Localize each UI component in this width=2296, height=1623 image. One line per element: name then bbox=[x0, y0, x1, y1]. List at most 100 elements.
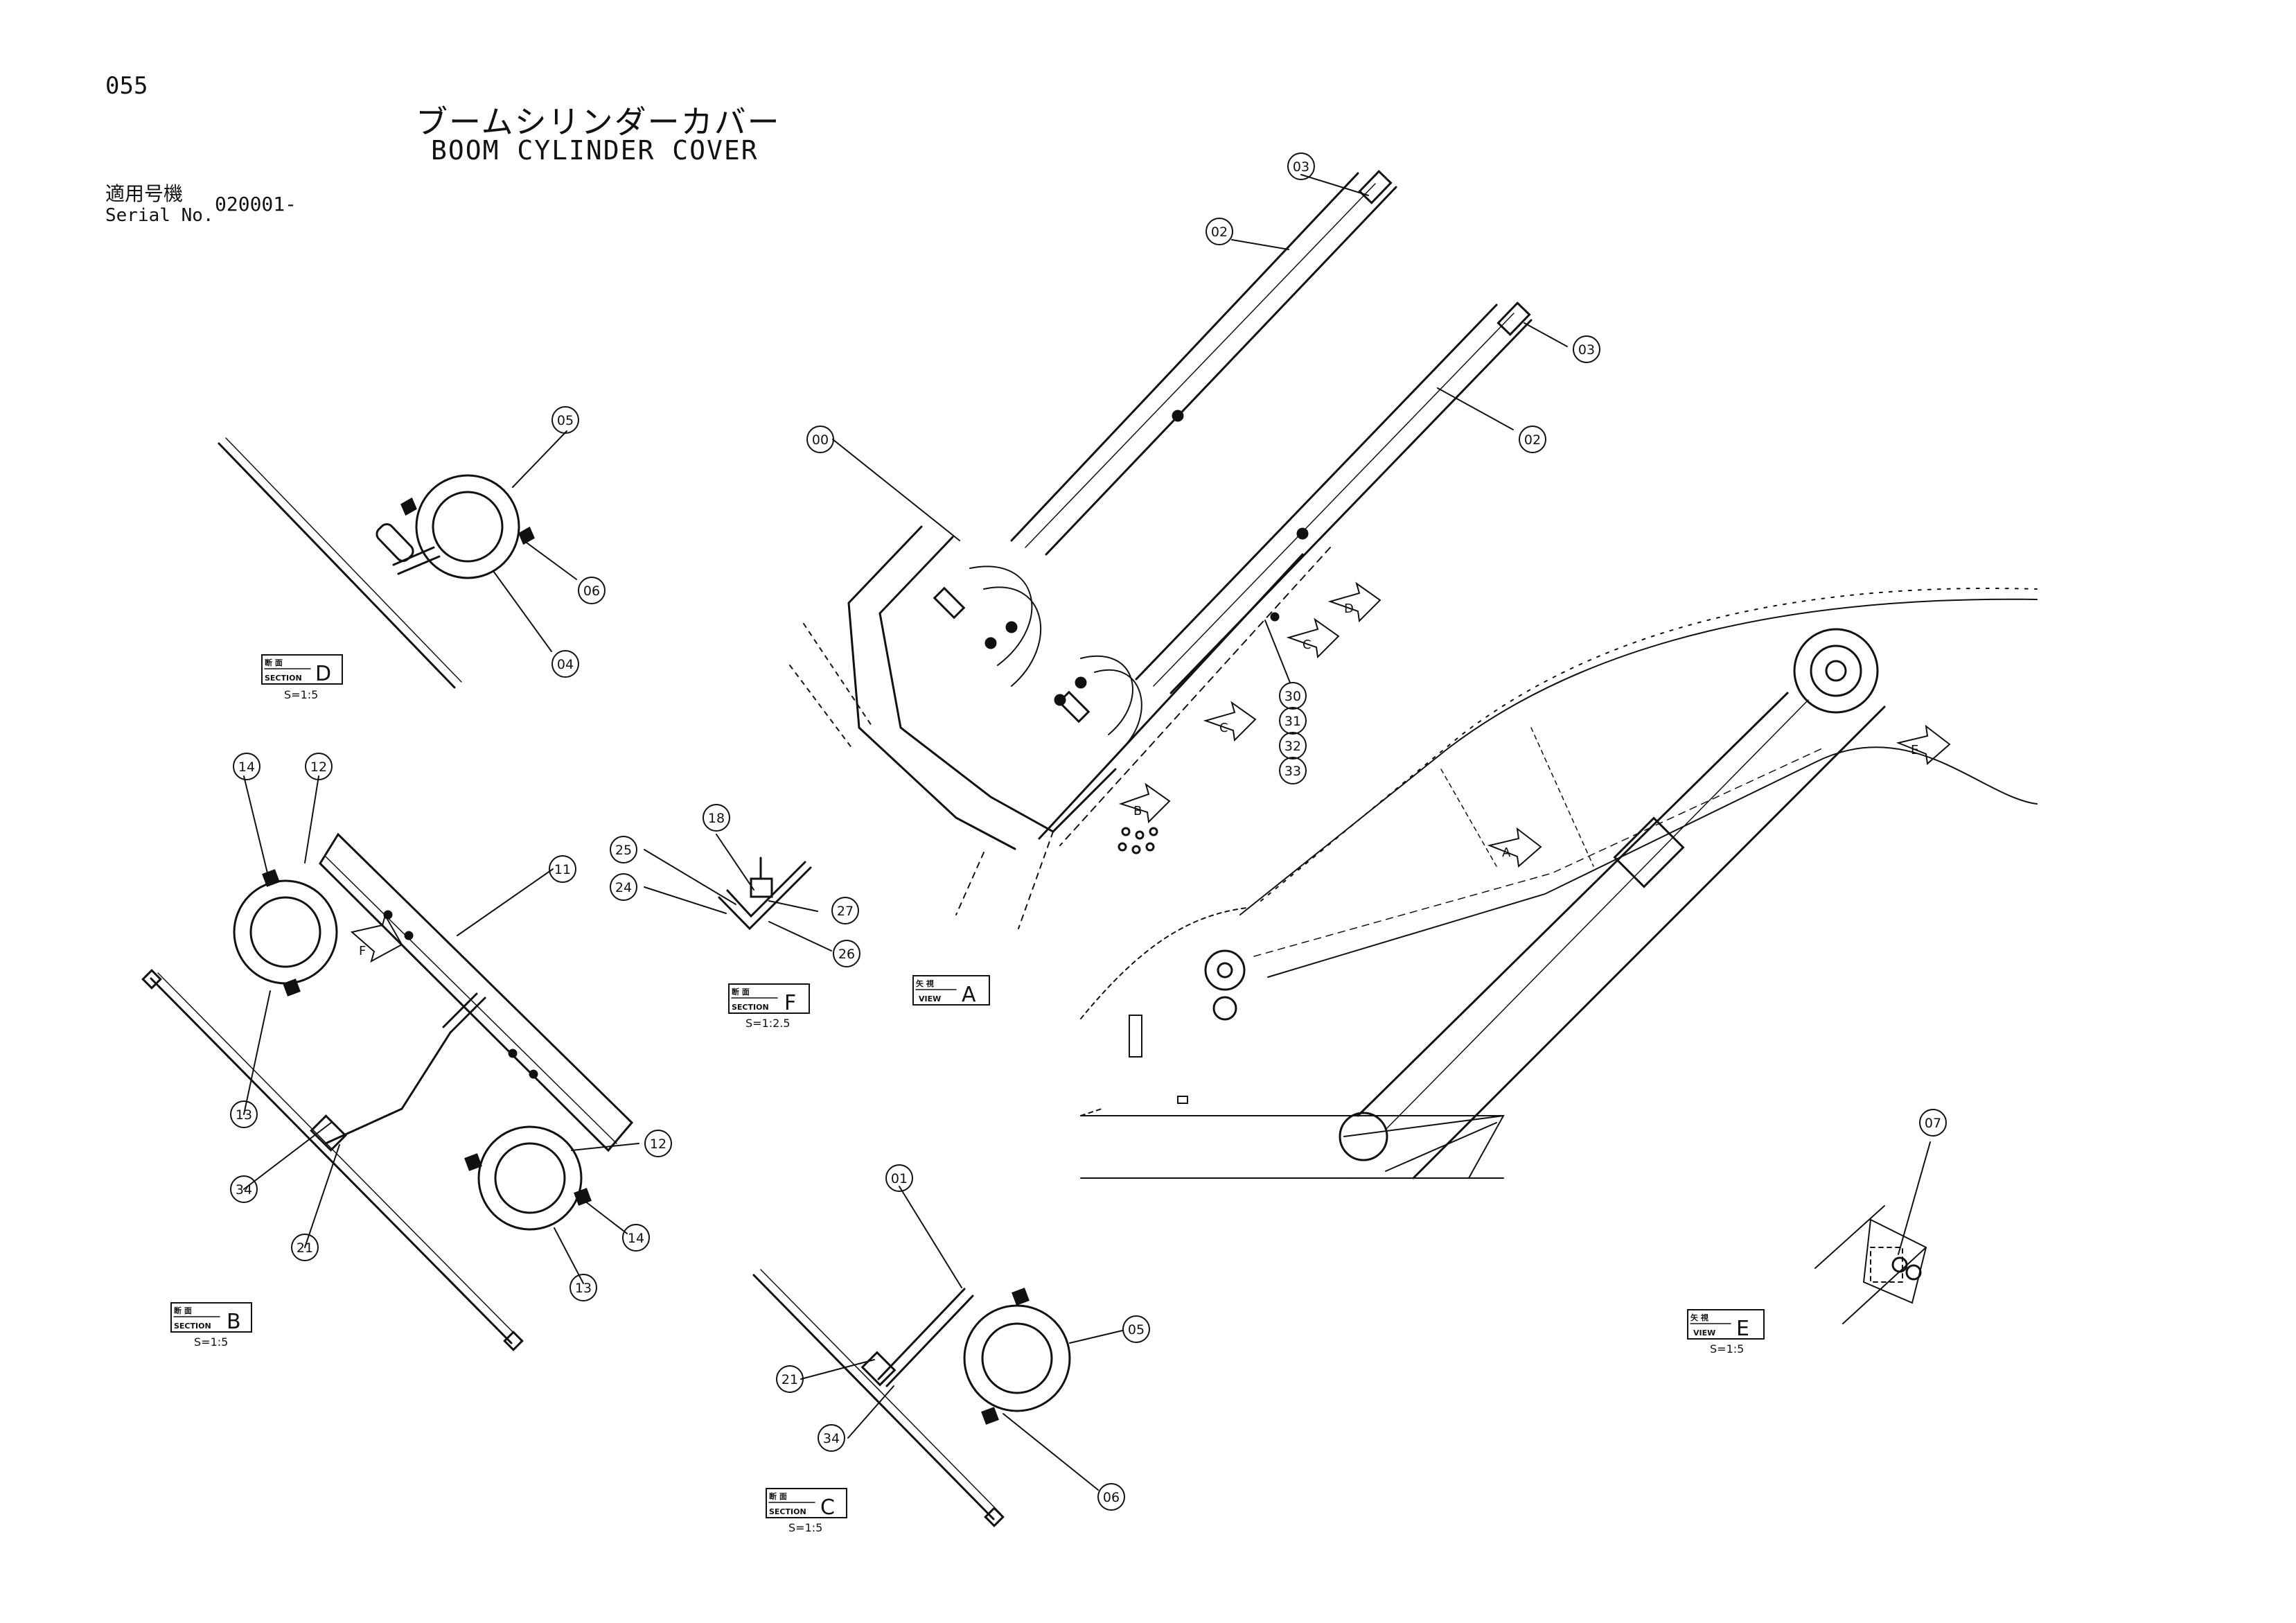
svg-text:D: D bbox=[1344, 602, 1354, 616]
callout-27: 27 bbox=[831, 897, 859, 924]
svg-text:31: 31 bbox=[1284, 714, 1301, 729]
svg-text:12: 12 bbox=[310, 760, 327, 775]
callout-12-lower: 12 bbox=[644, 1130, 672, 1157]
callout-32: 32 bbox=[1279, 732, 1307, 760]
svg-text:33: 33 bbox=[1284, 764, 1301, 779]
svg-text:矢 視: 矢 視 bbox=[916, 979, 934, 988]
section-c-drawing bbox=[752, 1186, 1123, 1527]
svg-text:S=1:5: S=1:5 bbox=[194, 1335, 228, 1349]
page-number: 055 bbox=[105, 72, 148, 100]
svg-text:18: 18 bbox=[708, 811, 725, 826]
svg-text:B: B bbox=[1133, 804, 1142, 818]
section-c-label: 断 面 SECTION C S=1:5 bbox=[766, 1488, 847, 1534]
view-e-label: 矢 視 VIEW E S=1:5 bbox=[1687, 1309, 1765, 1356]
svg-text:04: 04 bbox=[557, 657, 574, 672]
svg-text:01: 01 bbox=[891, 1171, 908, 1186]
svg-text:F: F bbox=[784, 991, 796, 1015]
svg-text:02: 02 bbox=[1524, 432, 1541, 448]
callout-01: 01 bbox=[885, 1164, 913, 1192]
callout-25: 25 bbox=[610, 836, 637, 863]
svg-text:S=1:5: S=1:5 bbox=[1710, 1342, 1744, 1356]
svg-text:25: 25 bbox=[615, 843, 632, 858]
svg-text:D: D bbox=[315, 662, 331, 686]
section-d-drawing bbox=[218, 430, 577, 689]
svg-text:03: 03 bbox=[1578, 342, 1595, 358]
callout-bubbles: 00 01 02 02 03 03 04 05 05 06 06 07 11 1… bbox=[230, 152, 1947, 1511]
section-f-label: 断 面 SECTION F S=1:2.5 bbox=[728, 983, 810, 1030]
callout-34-c: 34 bbox=[818, 1424, 845, 1452]
svg-text:34: 34 bbox=[823, 1431, 840, 1446]
callout-11: 11 bbox=[549, 855, 576, 883]
svg-text:21: 21 bbox=[781, 1372, 798, 1387]
svg-text:B: B bbox=[227, 1310, 241, 1334]
callout-34-b: 34 bbox=[230, 1175, 258, 1203]
callout-24: 24 bbox=[610, 873, 637, 901]
svg-text:断 面: 断 面 bbox=[265, 658, 283, 667]
callout-02-upper: 02 bbox=[1206, 218, 1233, 245]
view-a-cylinder-assembly: B C C D bbox=[789, 170, 1568, 929]
view-a-label: 矢 視 VIEW A bbox=[912, 975, 990, 1007]
view-e-drawing bbox=[1814, 1141, 1931, 1324]
section-b-label: 断 面 SECTION B S=1:5 bbox=[170, 1302, 252, 1349]
svg-text:A: A bbox=[1502, 845, 1511, 860]
svg-text:27: 27 bbox=[837, 904, 854, 919]
svg-text:21: 21 bbox=[297, 1240, 313, 1256]
serial-label-japanese: 適用号機 bbox=[105, 182, 184, 205]
title-japanese: ブームシリンダーカバー bbox=[416, 103, 781, 141]
svg-text:14: 14 bbox=[628, 1231, 644, 1246]
svg-text:E: E bbox=[1736, 1317, 1749, 1341]
svg-text:A: A bbox=[962, 983, 976, 1007]
section-d-label: 断 面 SECTION D S=1:5 bbox=[261, 654, 343, 701]
svg-text:C: C bbox=[1302, 638, 1312, 652]
callout-02-lower: 02 bbox=[1519, 426, 1546, 453]
svg-text:32: 32 bbox=[1284, 739, 1301, 754]
callout-26: 26 bbox=[833, 940, 860, 967]
svg-text:07: 07 bbox=[1925, 1116, 1941, 1131]
svg-text:34: 34 bbox=[236, 1182, 252, 1197]
boom-side-view: A E bbox=[1080, 587, 2038, 1179]
svg-text:S=1:2.5: S=1:2.5 bbox=[745, 1017, 791, 1030]
callout-18: 18 bbox=[703, 804, 730, 832]
svg-text:S=1:5: S=1:5 bbox=[284, 688, 318, 701]
callout-07: 07 bbox=[1919, 1109, 1947, 1137]
svg-text:02: 02 bbox=[1211, 225, 1228, 240]
svg-text:14: 14 bbox=[238, 760, 255, 775]
callout-14-upper: 14 bbox=[233, 753, 260, 780]
svg-text:00: 00 bbox=[812, 432, 829, 448]
serial-number-value: 020001- bbox=[215, 193, 297, 216]
svg-text:06: 06 bbox=[583, 584, 600, 599]
callout-13-lower: 13 bbox=[569, 1274, 597, 1301]
callout-14-lower: 14 bbox=[622, 1224, 650, 1252]
svg-text:05: 05 bbox=[1128, 1322, 1145, 1337]
callout-30: 30 bbox=[1279, 682, 1307, 710]
svg-text:26: 26 bbox=[838, 947, 855, 962]
svg-text:SECTION: SECTION bbox=[265, 674, 302, 683]
callout-31: 31 bbox=[1279, 707, 1307, 735]
svg-text:矢 視: 矢 視 bbox=[1690, 1313, 1708, 1322]
callout-21-b: 21 bbox=[291, 1234, 319, 1261]
callout-03-lower: 03 bbox=[1573, 335, 1600, 363]
svg-text:VIEW: VIEW bbox=[919, 994, 941, 1003]
callout-06-d: 06 bbox=[578, 577, 606, 604]
svg-text:13: 13 bbox=[575, 1281, 592, 1296]
svg-text:11: 11 bbox=[554, 862, 571, 877]
callout-12-upper: 12 bbox=[305, 753, 333, 780]
callout-00: 00 bbox=[806, 426, 834, 453]
svg-text:SECTION: SECTION bbox=[769, 1507, 806, 1516]
callout-06-c: 06 bbox=[1097, 1483, 1125, 1511]
svg-text:03: 03 bbox=[1293, 159, 1309, 175]
svg-text:断 面: 断 面 bbox=[174, 1306, 192, 1315]
svg-text:C: C bbox=[820, 1495, 835, 1520]
svg-text:断 面: 断 面 bbox=[769, 1491, 787, 1501]
title-english: BOOM CYLINDER COVER bbox=[431, 135, 759, 166]
section-f-drawing bbox=[644, 834, 832, 951]
svg-text:E: E bbox=[1911, 743, 1918, 757]
callout-05-c: 05 bbox=[1122, 1315, 1150, 1343]
svg-text:F: F bbox=[359, 944, 366, 958]
svg-text:30: 30 bbox=[1284, 689, 1301, 704]
svg-text:断 面: 断 面 bbox=[732, 987, 750, 997]
svg-text:13: 13 bbox=[236, 1107, 252, 1123]
svg-text:VIEW: VIEW bbox=[1693, 1328, 1715, 1337]
